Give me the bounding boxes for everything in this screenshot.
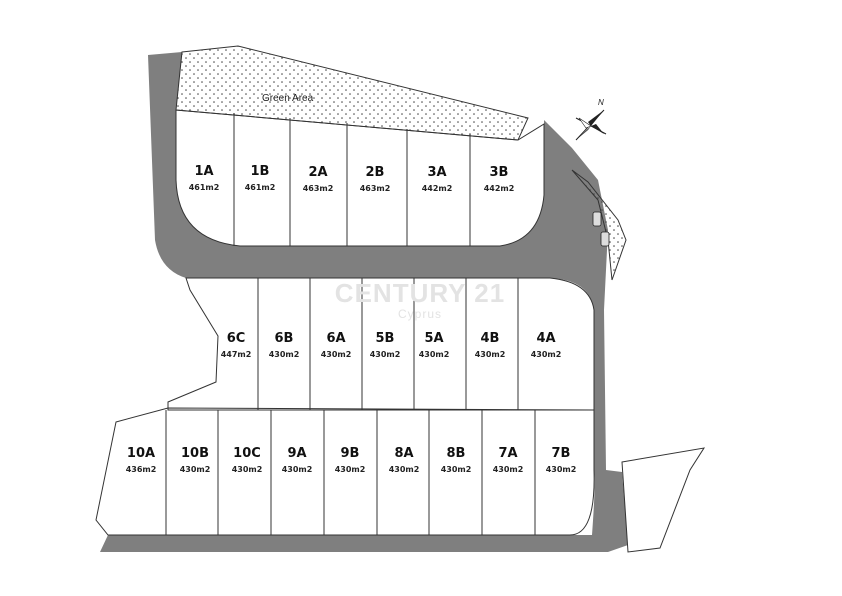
plot-id-label: 1A: [194, 164, 213, 179]
plot-id-label: 10B: [181, 446, 209, 461]
plot-area-label: 436m2: [126, 465, 157, 474]
plot-id-label: 9B: [341, 446, 360, 461]
plot-id-label: 8B: [447, 446, 466, 461]
car-icon: [592, 211, 602, 227]
plot-id-label: 6A: [326, 331, 345, 346]
plot-area-label: 430m2: [546, 465, 577, 474]
main-road: [100, 52, 628, 552]
plot-area-label: 430m2: [370, 350, 401, 359]
plot-area-label: 461m2: [189, 183, 220, 192]
plot-id-label: 1B: [251, 164, 270, 179]
plot-id-label: 7A: [498, 446, 517, 461]
plot-area-label: 442m2: [422, 184, 453, 193]
plot-id-label: 10A: [127, 446, 155, 461]
plot-area-label: 430m2: [232, 465, 263, 474]
plot-id-label: 9A: [287, 446, 306, 461]
plot-area-label: 447m2: [221, 350, 252, 359]
plot-id-label: 4B: [481, 331, 500, 346]
plot-id-label: 7B: [552, 446, 571, 461]
green-strip-right: [571, 169, 627, 281]
access-road-right: [621, 447, 706, 553]
plot-labels: 1A 461m2 1B 461m2 2A 463m2 2B 463m2 3A 442m2 3B 442…: [126, 164, 577, 474]
plot-id-label: 2A: [308, 165, 327, 180]
plots-bottom-row: [95, 407, 595, 536]
plot-area-label: 430m2: [269, 350, 300, 359]
plot-area-label: 461m2: [245, 183, 276, 192]
plot-id-label: 2B: [366, 165, 385, 180]
north-arrow-icon: [575, 109, 607, 141]
green-area: [175, 45, 529, 141]
car-icon: [600, 231, 610, 247]
watermark-region: Cyprus: [398, 307, 442, 321]
plot-area-label: 430m2: [493, 465, 524, 474]
plot-id-label: 5B: [376, 331, 395, 346]
plot-area-label: 430m2: [389, 465, 420, 474]
plot-area-label: 463m2: [303, 184, 334, 193]
plots-top-row: [175, 109, 545, 247]
watermark-brand: CENTURY 21: [335, 278, 505, 308]
plot-area-label: 430m2: [321, 350, 352, 359]
plot-id-label: 3B: [490, 165, 509, 180]
plot-area-label: 430m2: [441, 465, 472, 474]
road-network: [100, 52, 706, 553]
plot-area-label: 442m2: [484, 184, 515, 193]
green-area-label: Green Area: [262, 93, 314, 104]
plot-area-label: 430m2: [419, 350, 450, 359]
plot-area-label: 430m2: [335, 465, 366, 474]
plot-id-label: 3A: [427, 165, 446, 180]
plot-area-label: 463m2: [360, 184, 391, 193]
north-label: N: [598, 98, 604, 107]
plot-id-label: 6C: [227, 331, 246, 346]
plot-id-label: 5A: [424, 331, 443, 346]
plot-area-label: 430m2: [475, 350, 506, 359]
plot-id-label: 10C: [233, 446, 261, 461]
plot-id-label: 8A: [394, 446, 413, 461]
plot-area-label: 430m2: [180, 465, 211, 474]
plot-id-label: 4A: [536, 331, 555, 346]
plot-area-label: 430m2: [531, 350, 562, 359]
plots-middle-row: [167, 277, 595, 411]
plot-area-label: 430m2: [282, 465, 313, 474]
plot-id-label: 6B: [275, 331, 294, 346]
